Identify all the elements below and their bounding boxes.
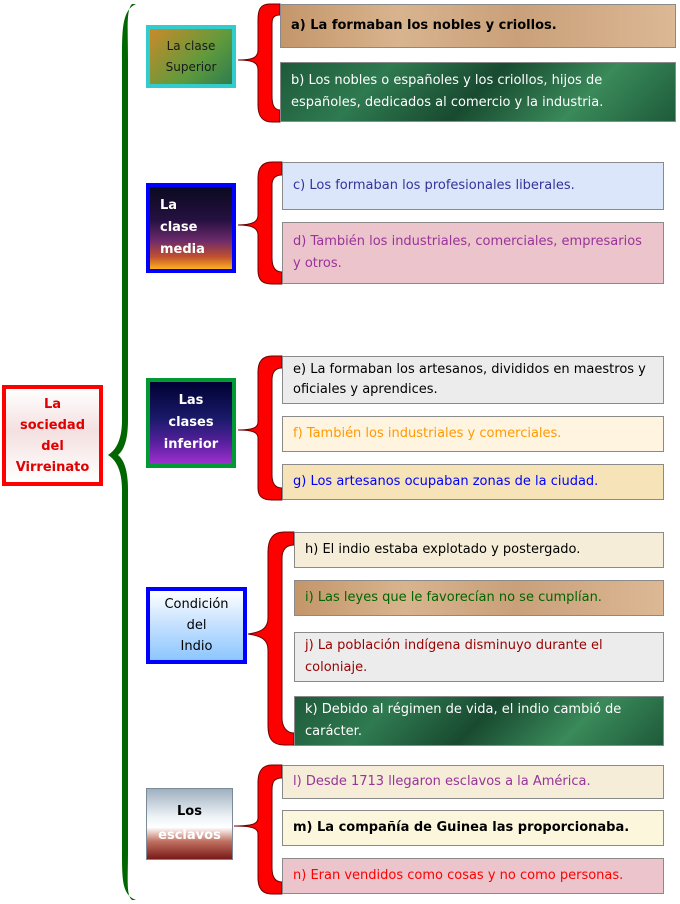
item-d-text: d) También los industriales, comerciales… (293, 234, 642, 271)
category-line: Superior (165, 59, 217, 74)
item-c-text: c) Los formaban los profesionales libera… (293, 178, 575, 193)
category-line: La (160, 198, 178, 213)
category-line: La clase (166, 38, 216, 53)
bracket-indio (247, 531, 295, 746)
bracket-esclavos (233, 764, 283, 895)
item-e: e) La formaban los artesanos, divididos … (282, 356, 664, 404)
item-h: h) El indio estaba explotado y postergad… (294, 532, 664, 568)
item-e-text: e) La formaban los artesanos, divididos … (293, 362, 646, 397)
bracket-media (237, 161, 283, 285)
category-esclavos: Los esclavos (146, 788, 233, 860)
item-h-text: h) El indio estaba explotado y postergad… (305, 542, 581, 557)
category-line: esclavos (158, 828, 221, 843)
item-j-text: j) La población indígena disminuyo duran… (305, 638, 603, 675)
category-clases-inferior: Las clases inferior (146, 378, 236, 468)
root-line: La (43, 396, 62, 412)
item-k: k) Debido al régimen de vida, el indio c… (294, 696, 664, 746)
item-l: l) Desde 1713 llegaron esclavos a la Amé… (282, 765, 664, 799)
item-k-text: k) Debido al régimen de vida, el indio c… (305, 702, 622, 739)
category-line: del (186, 618, 207, 633)
item-g: g) Los artesanos ocupaban zonas de la ci… (282, 464, 664, 500)
bracket-inferior (237, 355, 283, 501)
category-line: Los (177, 804, 202, 819)
item-n: n) Eran vendidos como cosas y no como pe… (282, 858, 664, 894)
category-line: Indio (180, 639, 213, 654)
item-j: j) La población indígena disminuyo duran… (294, 632, 664, 682)
item-b-text: b) Los nobles o españoles y los criollos… (291, 73, 604, 110)
category-line: media (160, 242, 205, 257)
root-node: La sociedad del Virreinato (2, 385, 103, 486)
category-line: clase (160, 220, 198, 235)
root-line: del (41, 438, 64, 454)
category-line: Condición (164, 597, 229, 612)
bracket-superior (237, 3, 281, 123)
root-line: Virreinato (15, 459, 90, 475)
root-line: sociedad (19, 417, 86, 433)
item-m-text: m) La compañía de Guinea las proporciona… (293, 820, 630, 835)
item-c: c) Los formaban los profesionales libera… (282, 162, 664, 210)
category-clase-superior: La clase Superior (146, 25, 236, 88)
main-brace (108, 4, 136, 900)
item-a: a) La formaban los nobles y criollos. (280, 4, 676, 48)
item-f: f) También los industriales y comerciale… (282, 416, 664, 452)
item-g-text: g) Los artesanos ocupaban zonas de la ci… (293, 474, 599, 489)
item-i: i) Las leyes que le favorecían no se cum… (294, 580, 664, 616)
item-b: b) Los nobles o españoles y los criollos… (280, 62, 676, 122)
item-l-text: l) Desde 1713 llegaron esclavos a la Amé… (293, 774, 591, 789)
category-clase-media: La clase media (146, 183, 236, 273)
category-line: inferior (163, 437, 219, 452)
category-condicion-indio: Condición del Indio (146, 587, 247, 664)
item-m: m) La compañía de Guinea las proporciona… (282, 810, 664, 846)
item-i-text: i) Las leyes que le favorecían no se cum… (305, 590, 602, 605)
item-f-text: f) También los industriales y comerciale… (293, 426, 562, 441)
item-d: d) También los industriales, comerciales… (282, 222, 664, 284)
category-line: Las (178, 393, 204, 408)
category-line: clases (168, 415, 214, 430)
item-n-text: n) Eran vendidos como cosas y no como pe… (293, 868, 624, 883)
item-a-text: a) La formaban los nobles y criollos. (291, 18, 557, 33)
